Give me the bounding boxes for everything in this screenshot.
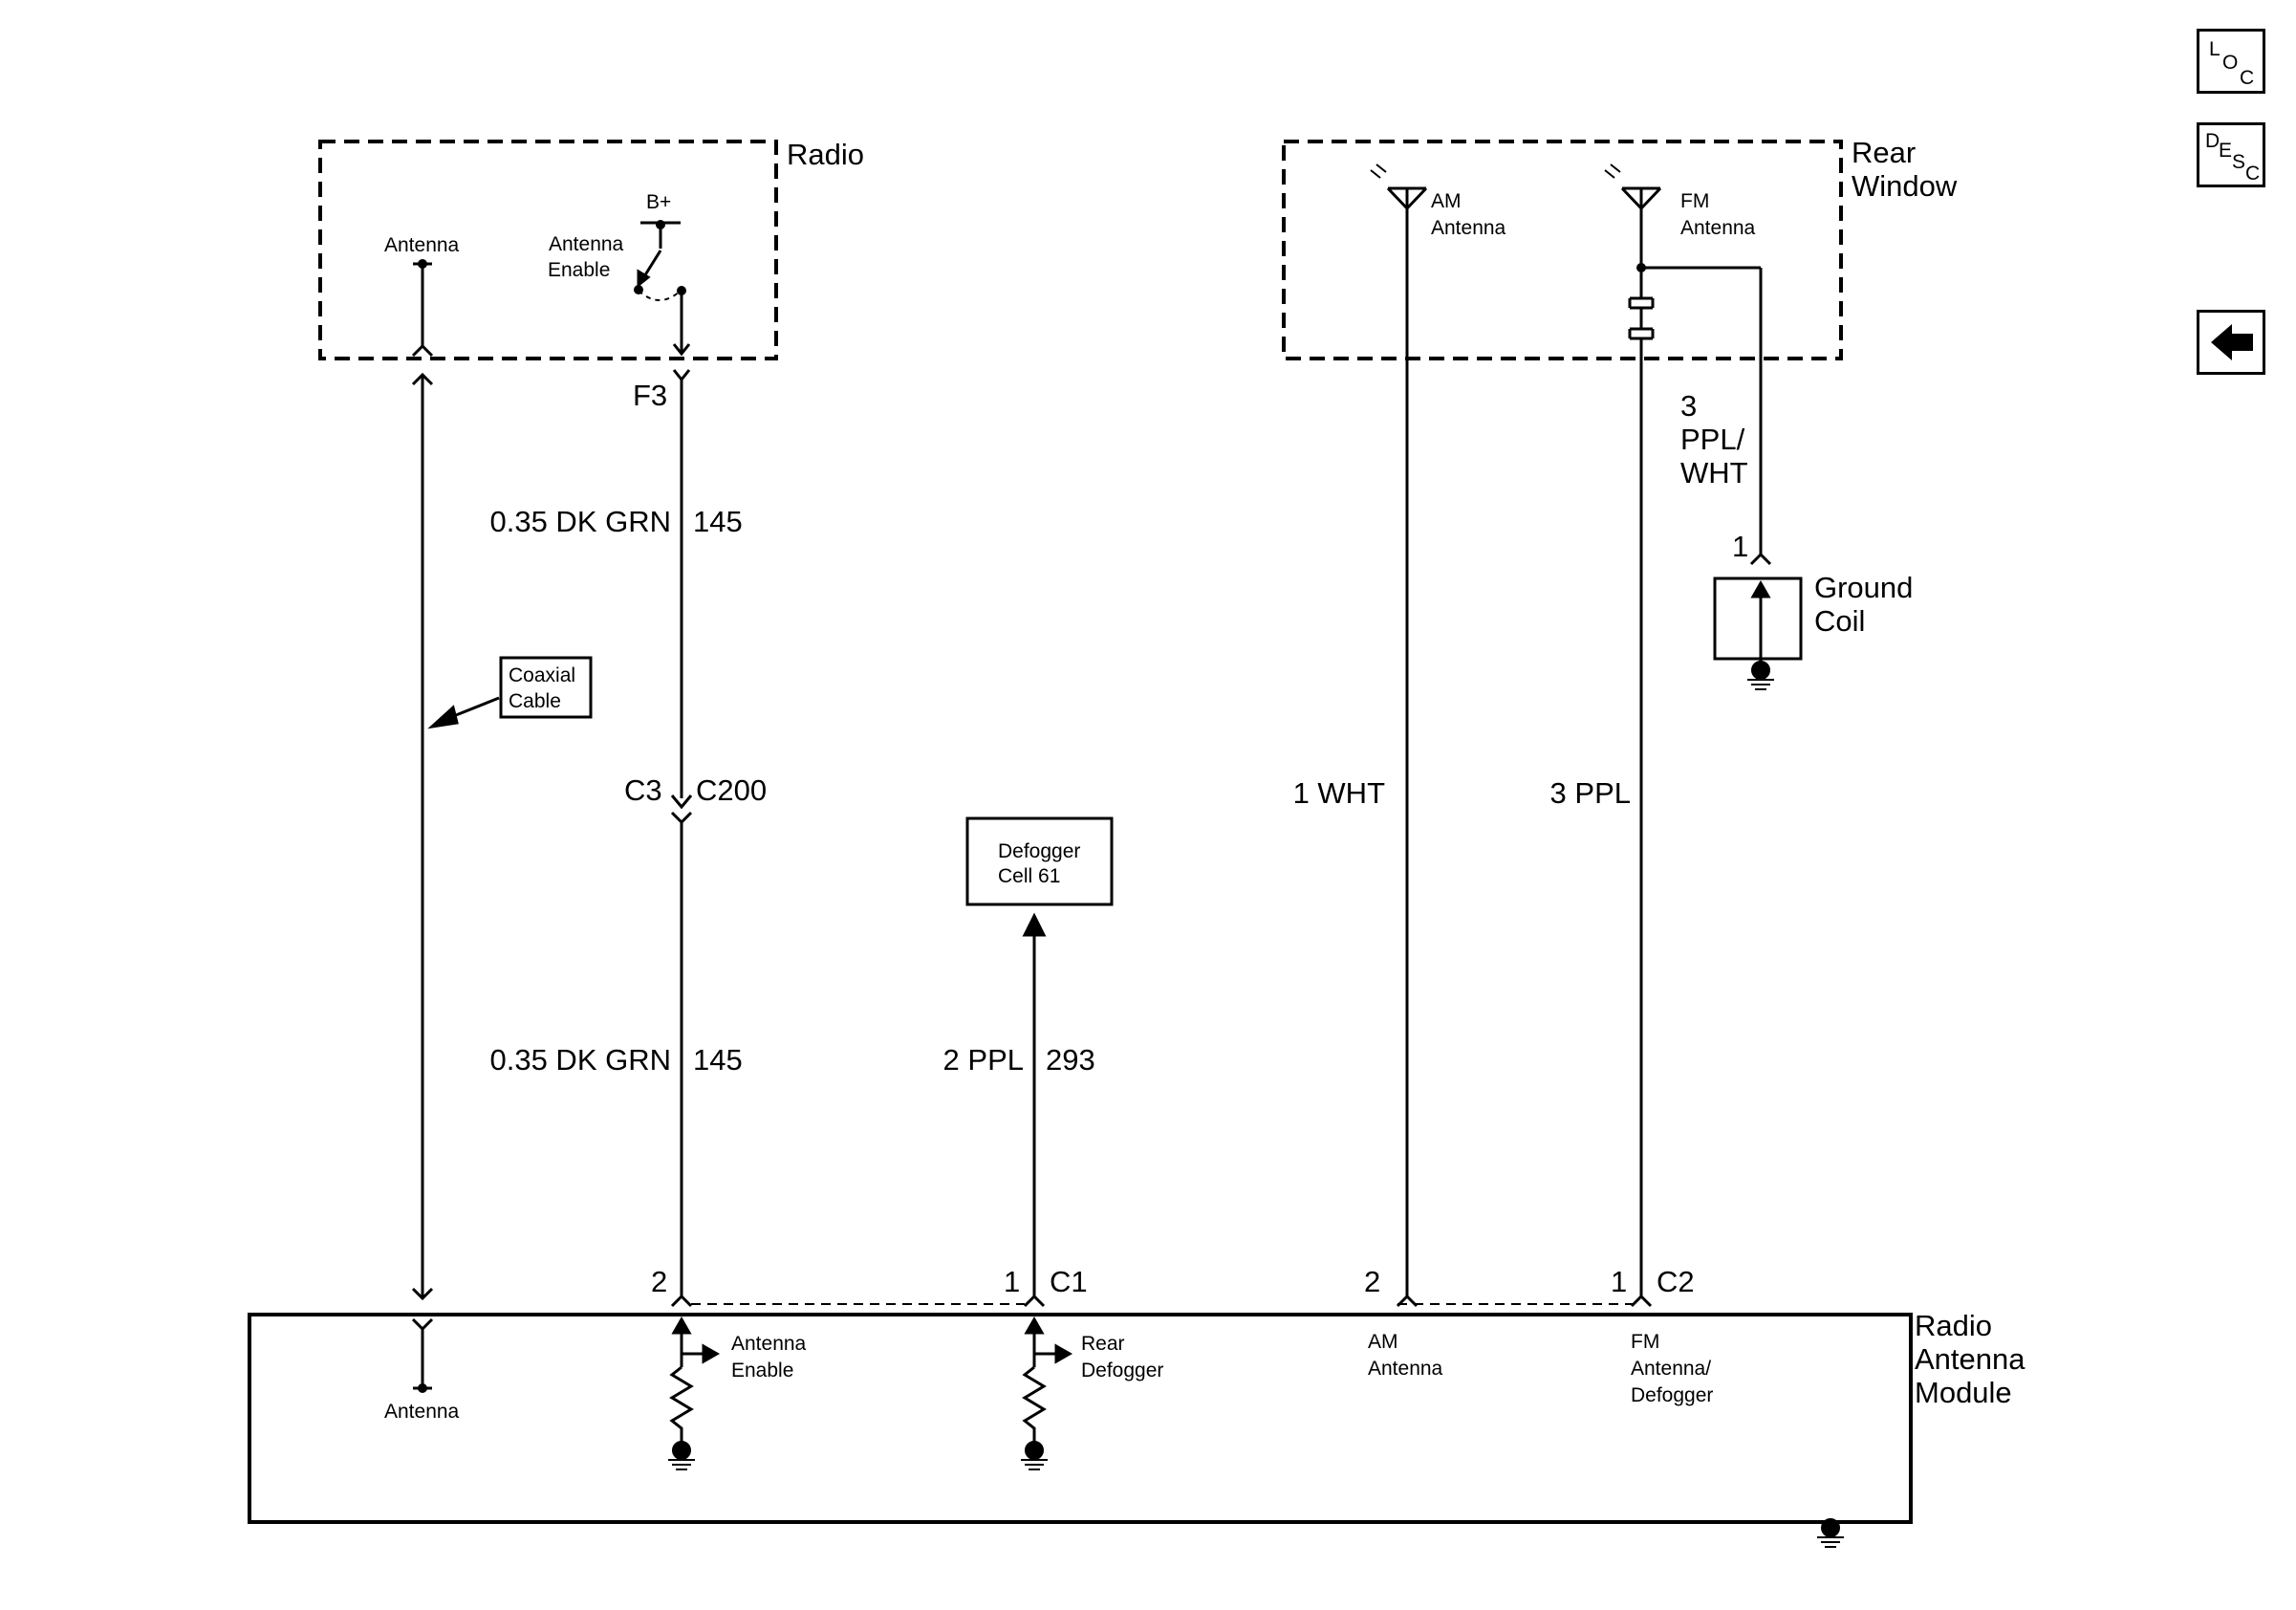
- module-fm-label-2: Antenna/: [1631, 1358, 1711, 1380]
- connector-c1: C1: [1050, 1265, 1088, 1298]
- coaxial-cable-label-1: Coaxial: [509, 664, 575, 686]
- module-am-antenna-label-2: Antenna: [1368, 1358, 1443, 1380]
- ground-coil-box: [1713, 577, 1803, 661]
- am-antenna-label-2: Antenna: [1431, 217, 1506, 239]
- desc-button[interactable]: D E S C: [2197, 122, 2265, 187]
- pin-defogger: 1: [1004, 1265, 1020, 1298]
- wire-145-lower-color: 0.35 DK GRN: [489, 1043, 671, 1077]
- coaxial-cable-box: [499, 656, 593, 719]
- pin-antenna-enable: 2: [651, 1265, 667, 1298]
- ground-coil-title-2: Coil: [1814, 604, 1865, 638]
- module-title-2: Antenna: [1915, 1342, 2025, 1376]
- desc-letter-s: S: [2232, 151, 2246, 173]
- desc-letter-d: D: [2205, 130, 2220, 152]
- wire-293-circuit: 293: [1046, 1043, 1095, 1077]
- defogger-cell-label-2: Cell 61: [998, 865, 1060, 887]
- desc-letter-e: E: [2219, 140, 2233, 162]
- wire-293-color: 2 PPL: [943, 1043, 1024, 1077]
- junction-dots: [418, 220, 1646, 1393]
- module-am-antenna-label-1: AM: [1368, 1331, 1398, 1353]
- module-fm-label-1: FM: [1631, 1331, 1659, 1353]
- loc-button[interactable]: L O C: [2197, 29, 2265, 94]
- rear-window-box: [1282, 140, 1843, 360]
- desc-letter-c: C: [2245, 163, 2261, 185]
- ground-coil-wire-1: 3: [1680, 389, 1697, 423]
- module-fm-label-3: Defogger: [1631, 1384, 1713, 1406]
- pin-am: 2: [1364, 1265, 1380, 1298]
- wire-am-color: 1 WHT: [1293, 776, 1386, 810]
- pin-fm: 1: [1611, 1265, 1627, 1298]
- radio-antenna-label: Antenna: [384, 234, 460, 256]
- radio-box: [318, 140, 778, 360]
- rear-window-title-1: Rear: [1852, 136, 1916, 169]
- rear-window-title-2: Window: [1852, 169, 1958, 203]
- loc-letter-o: O: [2222, 52, 2239, 74]
- defogger-cell-label-1: Defogger: [998, 840, 1080, 862]
- module-title-1: Radio: [1915, 1309, 1992, 1342]
- module-title-3: Module: [1915, 1376, 2012, 1409]
- defogger-arrow-head: [1022, 912, 1047, 937]
- connector-f3: F3: [633, 379, 667, 412]
- ground-coil-wire-3: WHT: [1680, 456, 1748, 490]
- module-antenna-enable-label-2: Enable: [731, 1360, 793, 1382]
- wire-145-lower-circuit: 145: [693, 1043, 743, 1077]
- ground-symbols: [668, 661, 1844, 1548]
- wire-145-upper-color: 0.35 DK GRN: [489, 505, 671, 538]
- radio-antenna-enable-label-1: Antenna: [549, 233, 624, 255]
- ground-coil-title-1: Ground: [1814, 571, 1913, 604]
- connector-c3: C3: [624, 773, 662, 807]
- fm-antenna-label-1: FM: [1680, 190, 1709, 212]
- coax-arrow-head: [427, 705, 459, 729]
- coaxial-cable-label-2: Cable: [509, 690, 561, 712]
- ground-coil-pin: 1: [1732, 530, 1748, 563]
- fm-antenna-label-2: Antenna: [1680, 217, 1756, 239]
- module-antenna-label: Antenna: [384, 1401, 460, 1423]
- radio-antenna-module-box: [248, 1313, 1913, 1524]
- radio-antenna-enable-label-2: Enable: [548, 259, 610, 281]
- radio-title: Radio: [787, 138, 864, 171]
- module-rear-defogger-label-1: Rear: [1081, 1333, 1125, 1355]
- connector-c200: C200: [696, 773, 767, 807]
- left-arrow-icon: [2211, 324, 2253, 360]
- wire-fm-color: 3 PPL: [1550, 776, 1631, 810]
- defogger-cell-box: [965, 816, 1114, 906]
- module-antenna-enable-label-1: Antenna: [731, 1333, 807, 1355]
- am-antenna-label-1: AM: [1431, 190, 1462, 212]
- loc-letter-c: C: [2240, 67, 2255, 89]
- back-button[interactable]: [2197, 310, 2265, 375]
- bplus-label: B+: [646, 191, 671, 213]
- connector-c2: C2: [1657, 1265, 1695, 1298]
- wire-145-upper-circuit: 145: [693, 505, 743, 538]
- loc-letter-l: L: [2209, 38, 2220, 60]
- module-rear-defogger-label-2: Defogger: [1081, 1360, 1163, 1382]
- ground-coil-wire-2: PPL/: [1680, 423, 1745, 456]
